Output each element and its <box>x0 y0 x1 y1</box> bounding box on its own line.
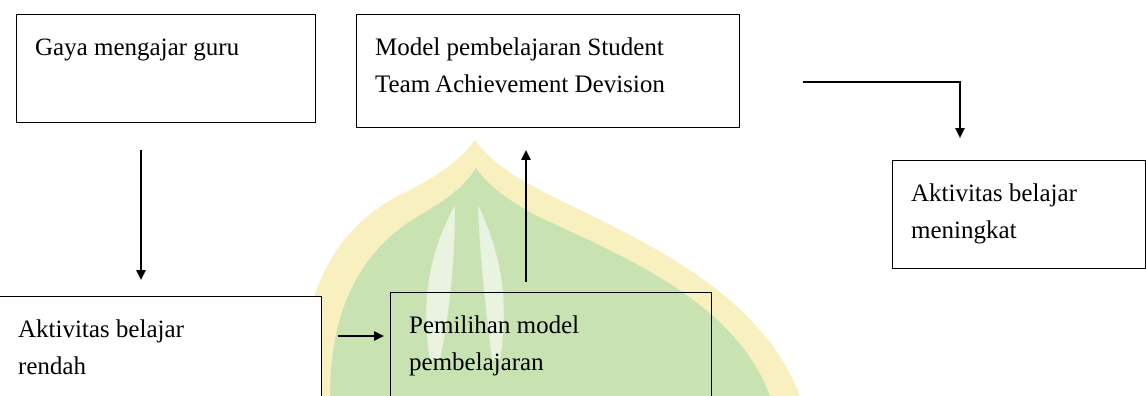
box-rendah-line-2: rendah <box>18 353 87 380</box>
arrow-model-to-meningkat <box>803 81 965 138</box>
watermark-leaf-right <box>478 205 504 360</box>
watermark-leaf-left <box>426 205 455 360</box>
box-pemilihan-line-1: Pemilihan model <box>409 312 580 339</box>
box-aktivitas-rendah: Aktivitas belajar rendah <box>0 296 322 396</box>
watermark-dome-outline <box>300 140 800 396</box>
box-aktivitas-meningkat: Aktivitas belajar meningkat <box>892 160 1146 269</box>
box-model-pembelajaran-stad: Model pembelajaran Student Team Achievem… <box>356 14 740 128</box>
box-meningkat-line-2: meningkat <box>911 217 1017 244</box>
box-rendah-line-1: Aktivitas belajar <box>18 316 184 343</box>
box-gaya-line-1: Gaya mengajar guru <box>35 34 240 61</box>
box-model-line-1: Model pembelajaran Student <box>375 34 664 61</box>
box-pemilihan-model: Pemilihan model pembelajaran <box>390 292 712 396</box>
box-gaya-mengajar-guru: Gaya mengajar guru <box>16 14 316 123</box>
box-meningkat-line-1: Aktivitas belajar <box>911 180 1077 207</box>
box-model-line-2: Team Achievement Devision <box>375 71 665 98</box>
box-pemilihan-line-2: pembelajaran <box>409 349 544 376</box>
